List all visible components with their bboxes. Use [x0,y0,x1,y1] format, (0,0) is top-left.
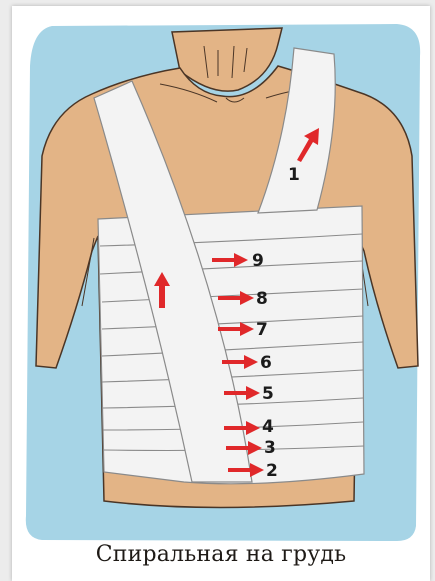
caption: Спиральная на грудь [12,542,430,567]
turn-label-9: 9 [252,251,264,271]
turn-label-8: 8 [256,289,268,309]
turn-label-3: 3 [264,438,276,458]
turn-label-2: 2 [266,461,278,481]
bandage-diagram: 1 9 8 7 6 5 4 3 2 [12,6,430,581]
turn-label-7: 7 [256,320,268,340]
turn-label-6: 6 [260,353,272,373]
turn-label-4: 4 [262,417,274,437]
turn-label-1: 1 [288,165,300,185]
turn-label-5: 5 [262,384,274,404]
illustration-card: 1 9 8 7 6 5 4 3 2 Спиральная на грудь [12,6,430,581]
